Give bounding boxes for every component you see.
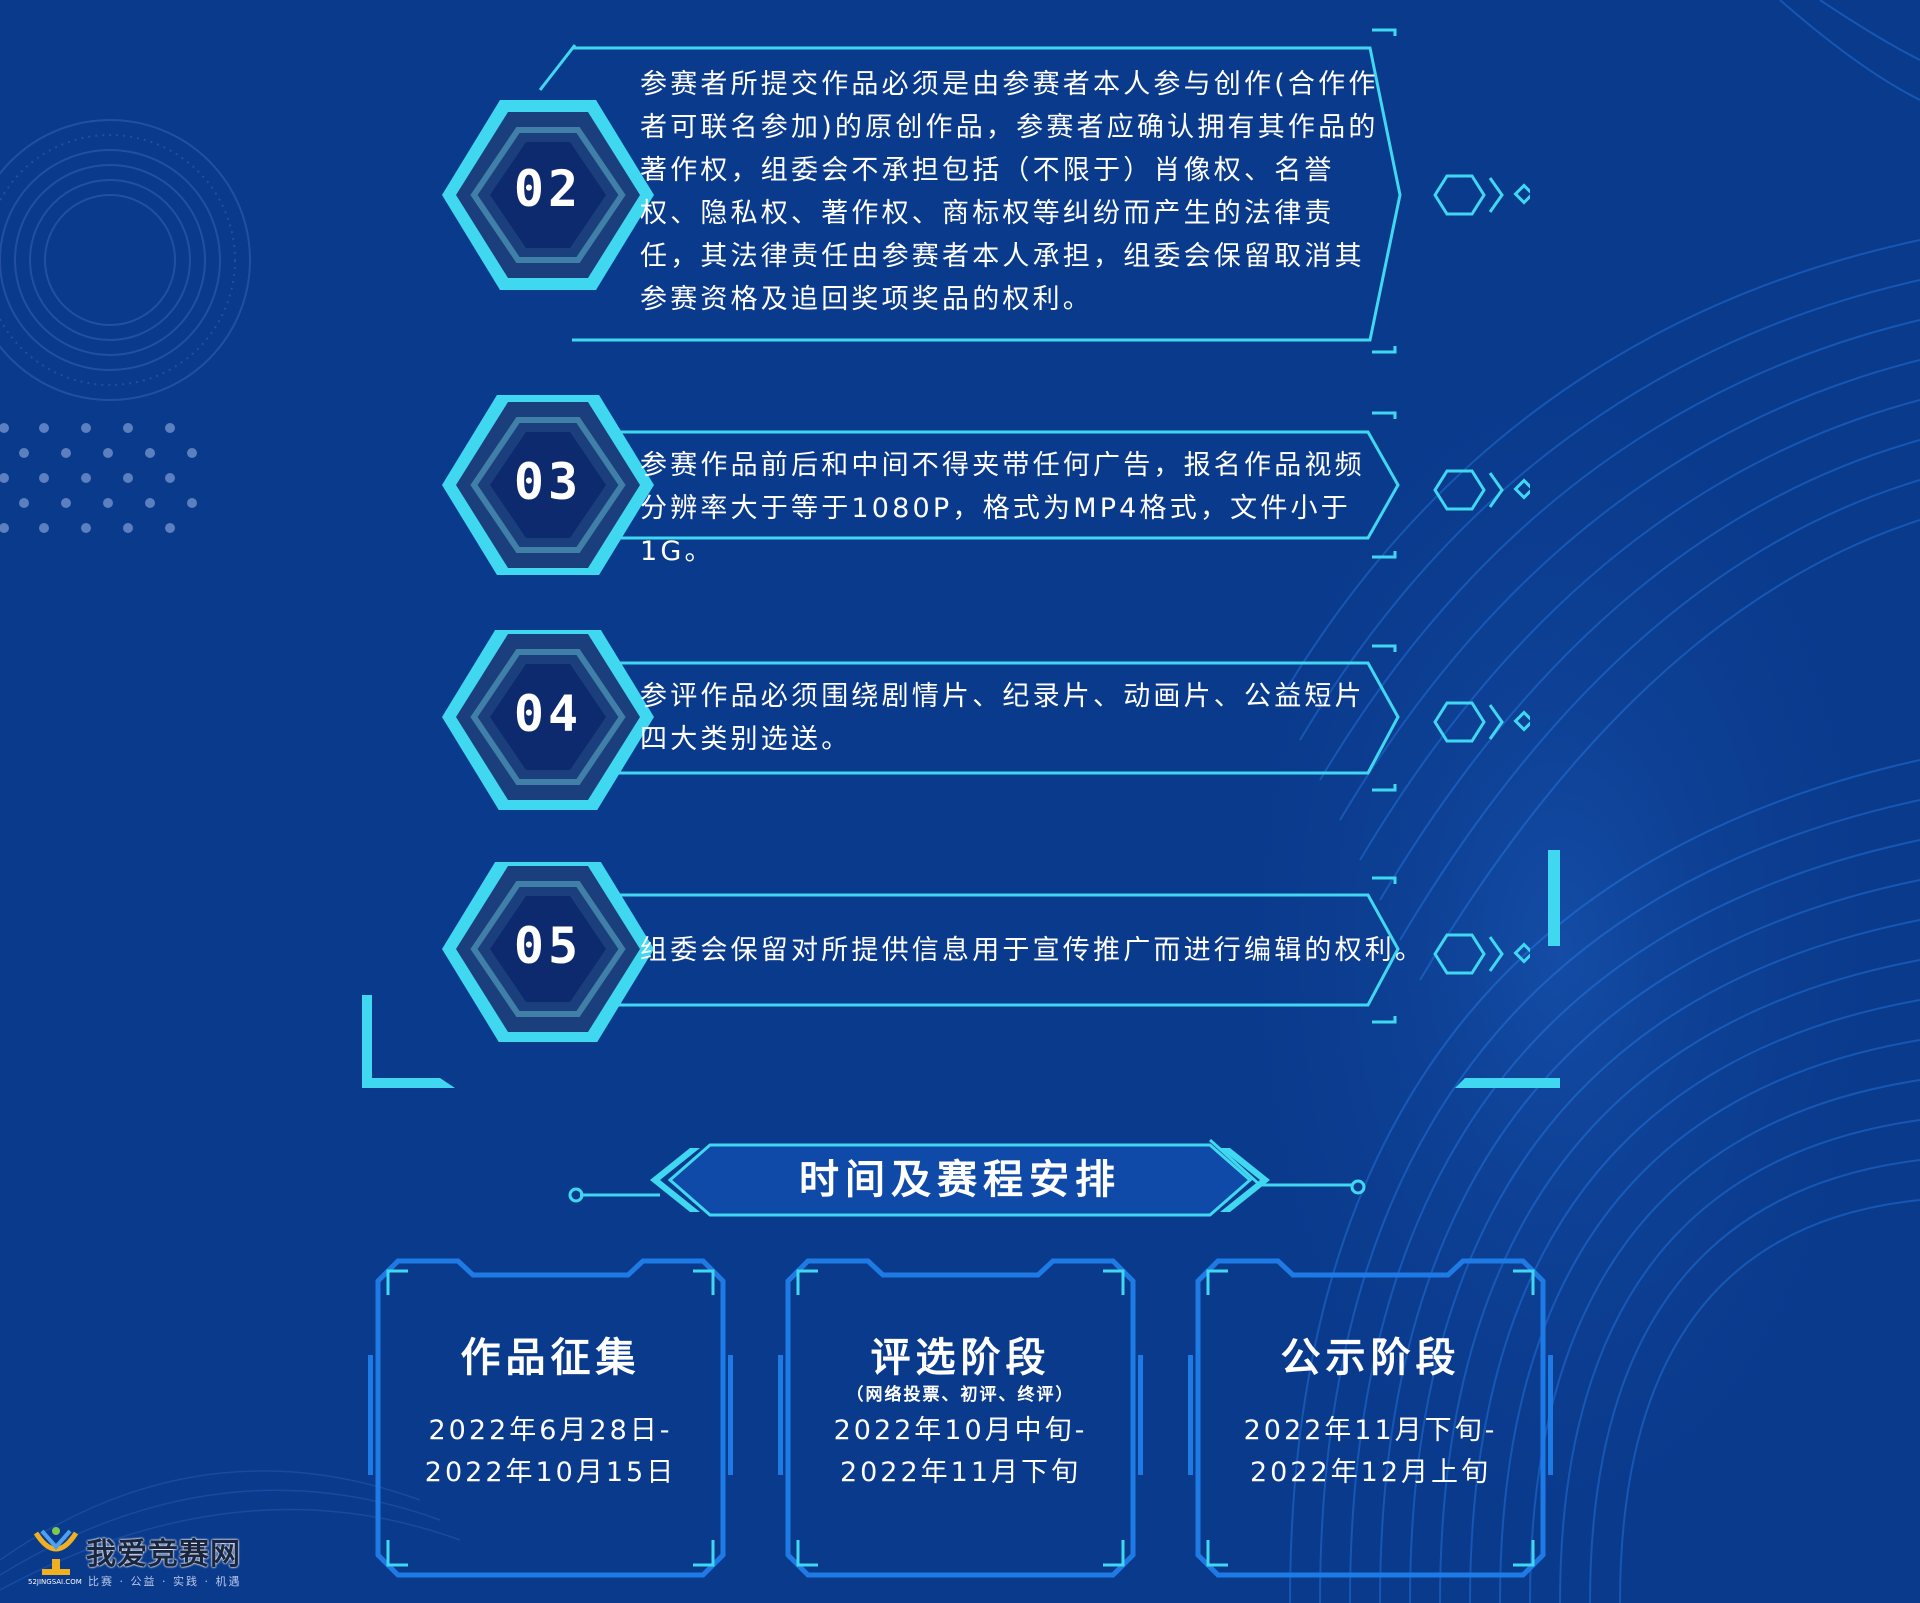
rule-item-02: 02 参赛者所提交作品必须是由参赛者本人参与创作(合作作者可联名参加)的原创作品… [400, 30, 1530, 360]
stage-frame [778, 1258, 1143, 1578]
rule-item-03: 03 参赛作品前后和中间不得夹带任何广告，报名作品视频分辨率大于等于1080P，… [400, 395, 1530, 575]
stage-card-publicity: 公示阶段 2022年11月下旬- 2022年12月上旬 [1188, 1255, 1553, 1580]
rule-number: 04 [513, 685, 583, 743]
logo-domain: 52JINGSAI.COM [28, 1578, 82, 1586]
rule-number: 03 [513, 453, 583, 511]
stage-frame [1188, 1258, 1553, 1578]
stage-date-start: 2022年10月中旬- [833, 1415, 1088, 1446]
rule-text: 参赛者所提交作品必须是由参赛者本人参与创作(合作作者可联名参加)的原创作品，参赛… [640, 69, 1379, 315]
rule-frame [442, 862, 1530, 1042]
vertical-accent-right [1548, 850, 1560, 946]
site-logo[interactable]: 我爱竞赛网 比赛 · 公益 · 实践 · 机遇 52JINGSAI.COM [28, 1525, 268, 1595]
rule-number: 02 [513, 160, 583, 218]
schedule-section-title: 时间及赛程安排 [799, 1157, 1121, 1203]
stage-card-collection: 作品征集 2022年6月28日- 2022年10月15日 [368, 1255, 733, 1580]
stage-date-end: 2022年10月15日 [424, 1457, 677, 1488]
corner-bracket-right [1455, 1078, 1560, 1088]
logo-slogan: 比赛 · 公益 · 实践 · 机遇 [88, 1575, 242, 1588]
rule-text: 组委会保留对所提供信息用于宣传推广而进行编辑的权利。 [640, 935, 1426, 966]
stage-title: 评选阶段 [870, 1335, 1051, 1381]
stage-card-review: 评选阶段 （网络投票、初评、终评） 2022年10月中旬- 2022年11月下旬 [778, 1255, 1143, 1580]
rule-frame [442, 630, 1530, 810]
rule-frame [442, 395, 1530, 575]
stage-date-start: 2022年11月下旬- [1243, 1415, 1498, 1446]
rule-number: 05 [513, 917, 583, 975]
rule-frame [442, 44, 1530, 342]
stage-title: 作品征集 [460, 1335, 641, 1381]
trophy-icon [33, 1527, 79, 1575]
rule-item-04: 04 参评作品必须围绕剧情片、纪录片、动画片、公益短片四大类别选送。 [400, 630, 1530, 810]
stage-date-end: 2022年12月上旬 [1249, 1457, 1492, 1488]
stage-title: 公示阶段 [1280, 1335, 1461, 1381]
rule-text: 参赛作品前后和中间不得夹带任何广告，报名作品视频分辨率大于等于1080P，格式为… [640, 450, 1365, 567]
stage-subtitle: （网络投票、初评、终评） [846, 1385, 1075, 1405]
corner-bracket-left [362, 995, 455, 1088]
stage-date-end: 2022年11月下旬 [839, 1457, 1082, 1488]
stage-frame [368, 1258, 733, 1578]
section-title-banner [568, 1138, 1366, 1217]
logo-name: 我爱竞赛网 [86, 1537, 241, 1572]
stage-date-start: 2022年6月28日- [428, 1415, 673, 1446]
rule-text: 参评作品必须围绕剧情片、纪录片、动画片、公益短片四大类别选送。 [640, 681, 1365, 755]
rule-item-05: 05 组委会保留对所提供信息用于宣传推广而进行编辑的权利。 [400, 862, 1530, 1042]
